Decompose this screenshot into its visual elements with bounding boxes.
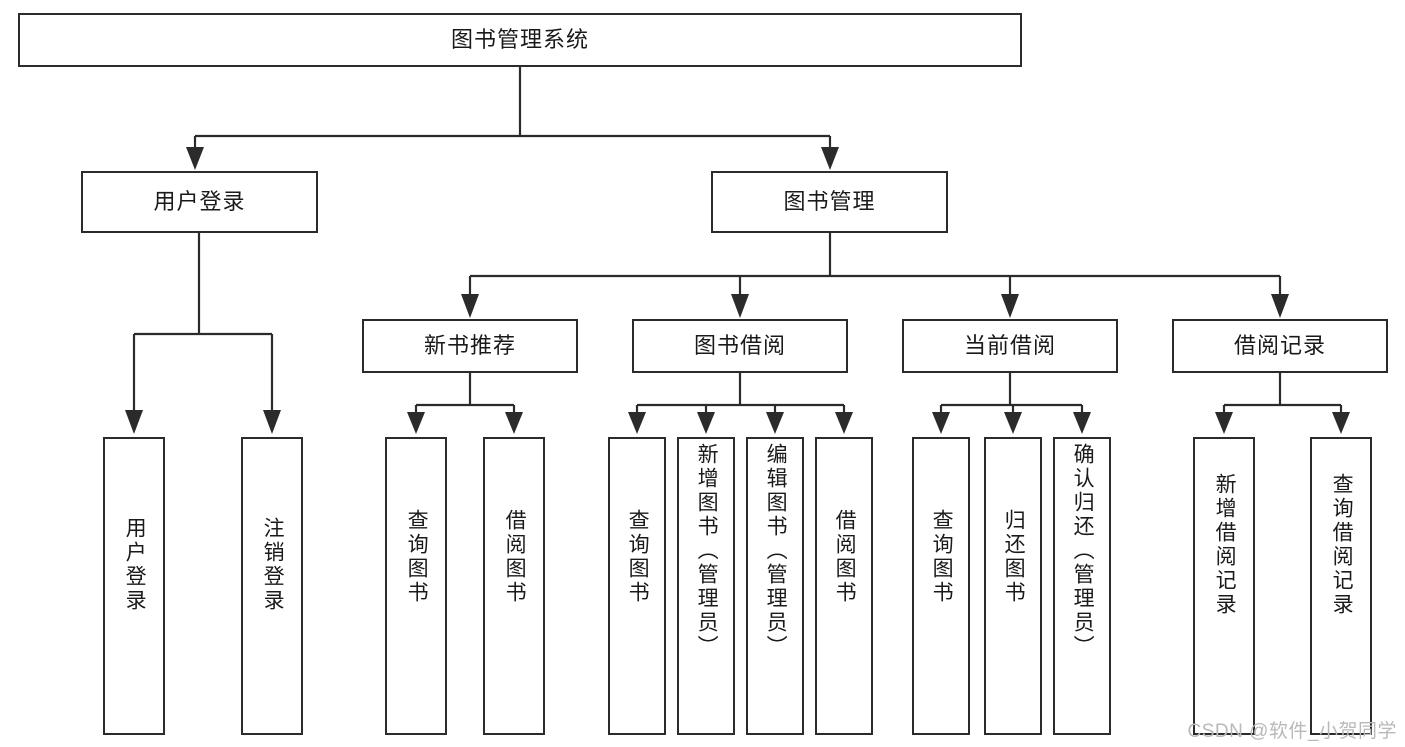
node-label: 当前借阅 bbox=[963, 332, 1056, 358]
arrow-leaf-borrow-book-rec bbox=[505, 412, 523, 434]
arrow-leaf-add-borrow-record bbox=[1215, 412, 1233, 434]
node-book-manage[interactable]: 图书管理 bbox=[711, 171, 948, 233]
node-user-login[interactable]: 用户登录 bbox=[81, 171, 318, 233]
arrow-leaf-query-book-rec bbox=[407, 412, 425, 434]
leaf-label: 查询图书 bbox=[626, 509, 650, 605]
leaf-label: 编辑图书（管理员） bbox=[764, 443, 788, 659]
leaf-label: 查询图书 bbox=[405, 509, 429, 605]
arrow-book-manage bbox=[821, 147, 839, 170]
leaf-return-book[interactable]: 归还图书 bbox=[984, 437, 1042, 735]
arrow-leaf-query-book-borrow bbox=[628, 412, 646, 434]
leaf-label: 归还图书 bbox=[1002, 509, 1026, 605]
arrow-leaf-confirm-return-admin bbox=[1073, 412, 1091, 434]
leaf-query-book-current[interactable]: 查询图书 bbox=[912, 437, 970, 735]
arrow-leaf-query-book-cur bbox=[932, 412, 950, 434]
leaf-label: 新增图书（管理员） bbox=[695, 443, 719, 659]
arrow-user-login bbox=[186, 147, 204, 170]
node-label: 图书管理 bbox=[783, 188, 876, 214]
leaf-add-book-admin[interactable]: 新增图书（管理员） bbox=[677, 437, 735, 735]
node-label: 新书推荐 bbox=[423, 332, 516, 358]
leaf-label: 查询图书 bbox=[930, 509, 954, 605]
arrow-book-borrow bbox=[731, 294, 749, 318]
leaf-borrow-book-recommend[interactable]: 借阅图书 bbox=[483, 437, 545, 735]
leaf-label: 借阅图书 bbox=[503, 509, 527, 605]
arrow-leaf-return-book bbox=[1004, 412, 1022, 434]
node-current-borrow[interactable]: 当前借阅 bbox=[902, 319, 1118, 373]
node-book-management-system[interactable]: 图书管理系统 bbox=[18, 13, 1022, 67]
leaf-query-borrow-record[interactable]: 查询借阅记录 bbox=[1310, 437, 1372, 735]
leaf-logout[interactable]: 注销登录 bbox=[241, 437, 303, 735]
arrow-leaf-query-borrow-record bbox=[1332, 412, 1350, 434]
leaf-query-book-borrow[interactable]: 查询图书 bbox=[608, 437, 666, 735]
arrow-leaf-user-login bbox=[125, 410, 143, 434]
node-label: 图书管理系统 bbox=[450, 26, 589, 52]
arrow-current-borrow bbox=[1001, 294, 1019, 318]
leaf-label: 注销登录 bbox=[261, 517, 285, 613]
arrow-leaf-edit-book-admin bbox=[766, 412, 784, 434]
leaf-label: 借阅图书 bbox=[833, 509, 857, 605]
leaf-user-login[interactable]: 用户登录 bbox=[103, 437, 165, 735]
node-book-borrow[interactable]: 图书借阅 bbox=[632, 319, 848, 373]
arrow-borrow-record bbox=[1271, 294, 1289, 318]
leaf-edit-book-admin[interactable]: 编辑图书（管理员） bbox=[746, 437, 804, 735]
leaf-confirm-return-admin[interactable]: 确认归还（管理员） bbox=[1053, 437, 1111, 735]
leaf-add-borrow-record[interactable]: 新增借阅记录 bbox=[1193, 437, 1255, 735]
leaf-query-book-recommend[interactable]: 查询图书 bbox=[385, 437, 447, 735]
leaf-label: 新增借阅记录 bbox=[1213, 473, 1237, 617]
leaf-label: 查询借阅记录 bbox=[1330, 473, 1354, 617]
node-borrow-record[interactable]: 借阅记录 bbox=[1172, 319, 1388, 373]
arrow-leaf-add-book-admin bbox=[697, 412, 715, 434]
node-label: 图书借阅 bbox=[693, 332, 786, 358]
leaf-label: 确认归还（管理员） bbox=[1071, 443, 1095, 659]
node-label: 用户登录 bbox=[153, 188, 246, 214]
arrow-leaf-logout bbox=[263, 410, 281, 434]
leaf-label: 用户登录 bbox=[123, 517, 147, 613]
arrow-leaf-borrow-book bbox=[835, 412, 853, 434]
arrow-new-book-recommend bbox=[461, 294, 479, 318]
node-new-book-recommend[interactable]: 新书推荐 bbox=[362, 319, 578, 373]
watermark: CSDN @软件_小贺同学 bbox=[1187, 721, 1397, 742]
node-label: 借阅记录 bbox=[1233, 332, 1326, 358]
leaf-borrow-book[interactable]: 借阅图书 bbox=[815, 437, 873, 735]
